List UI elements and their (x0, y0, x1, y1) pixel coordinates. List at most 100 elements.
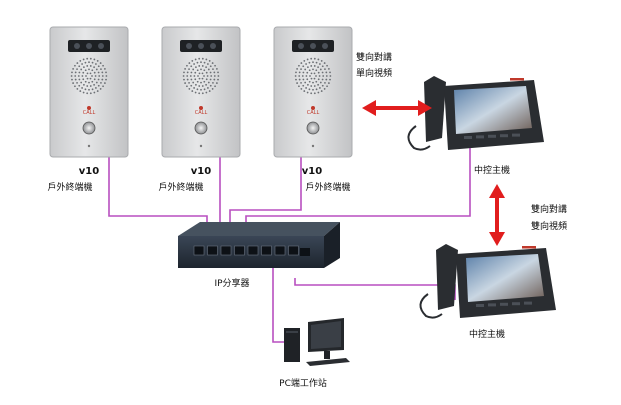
grille-dot (310, 92, 312, 94)
grille-dot (320, 82, 322, 84)
grille-dot (214, 65, 216, 67)
grille-dot (86, 58, 88, 60)
grille-dot (186, 65, 188, 67)
grille-dot (300, 62, 302, 64)
switch-port-1 (194, 246, 204, 255)
grille-dot (198, 85, 200, 87)
grille-dot (302, 75, 304, 77)
grille-dot (209, 90, 211, 92)
control-host-phone-1 (408, 76, 544, 150)
grille-dot (93, 66, 95, 68)
grille-dot (74, 65, 76, 67)
grille-dot (317, 84, 319, 86)
grille-dot (191, 79, 193, 81)
switch-power-port (300, 248, 310, 256)
grille-dot (322, 65, 324, 67)
grille-dot (76, 82, 78, 84)
cable-4 (246, 148, 470, 232)
link-upper-line-2: 單向視頻 (356, 66, 392, 79)
terminal-1-model: v10 (79, 166, 99, 177)
grille-dot (314, 78, 316, 80)
phone-screen (466, 254, 544, 302)
grille-dot (312, 89, 314, 91)
grille-dot (76, 62, 78, 64)
grille-dot (195, 66, 197, 68)
grille-dot (98, 85, 100, 87)
grille-dot (208, 69, 210, 71)
grille-dot (105, 71, 107, 73)
grille-dot (190, 85, 192, 87)
grille-dot (210, 79, 212, 81)
grille-dot (97, 60, 99, 62)
grille-dot (106, 75, 108, 77)
grille-dot (92, 62, 94, 64)
grille-dot (75, 72, 77, 74)
grille-dot (206, 72, 208, 74)
grille-dot (324, 82, 326, 84)
control-host-phone-2 (420, 244, 556, 318)
grille-dot (197, 88, 199, 90)
terminal-3-label: 戶外終端機 (305, 180, 350, 193)
grille-dot (95, 87, 97, 89)
grille-dot (71, 75, 73, 77)
switch-port-6 (262, 246, 272, 255)
grille-dot (194, 72, 196, 74)
grille-dot (210, 72, 212, 74)
grille-dot (88, 61, 90, 63)
camera-lens (98, 43, 104, 49)
grille-dot (217, 71, 219, 73)
grille-dot (326, 65, 328, 67)
grille-dot (314, 92, 316, 94)
grille-dot (318, 72, 320, 74)
grille-dot (298, 65, 300, 67)
phone-key (476, 135, 484, 138)
grille-dot (93, 59, 95, 61)
grille-dot (93, 92, 95, 94)
phone-1-label: 中控主機 (474, 163, 510, 176)
grille-dot (92, 88, 94, 90)
grille-dot (318, 78, 320, 80)
grille-dot (191, 90, 193, 92)
call-button-icon (195, 122, 207, 134)
grille-dot (88, 89, 90, 91)
grille-dot (206, 78, 208, 80)
grille-dot (80, 82, 82, 84)
link-arrow-lower (489, 184, 505, 246)
cable-5 (295, 278, 455, 300)
grille-dot (199, 78, 201, 80)
phone-key (512, 302, 520, 305)
camera-lens (86, 43, 92, 49)
grille-dot (209, 60, 211, 62)
grille-dot (88, 82, 90, 84)
grille-dot (322, 79, 324, 81)
pc-workstation (284, 318, 350, 366)
grille-dot (329, 79, 331, 81)
grille-dot (192, 82, 194, 84)
grille-dot (319, 63, 321, 65)
grille-dot (95, 75, 97, 77)
grille-dot (212, 88, 214, 90)
grille-dot (186, 85, 188, 87)
grille-dot (216, 82, 218, 84)
grille-dot (203, 75, 205, 77)
grille-dot (71, 79, 73, 81)
grille-dot (315, 69, 317, 71)
grille-dot (305, 87, 307, 89)
grille-dot (192, 69, 194, 71)
grille-dot (79, 72, 81, 74)
grille-dot (200, 61, 202, 63)
grille-dot (98, 79, 100, 81)
grille-dot (100, 82, 102, 84)
grille-dot (97, 90, 99, 92)
grille-dot (329, 71, 331, 73)
grille-dot (197, 69, 199, 71)
grille-dot (324, 62, 326, 64)
grille-dot (194, 78, 196, 80)
grille-dot (309, 69, 311, 71)
link-lower-line-1: 雙向對講 (531, 202, 567, 215)
grille-dot (311, 78, 313, 80)
grille-dot (188, 62, 190, 64)
grille-dot (94, 78, 96, 80)
grille-dot (197, 75, 199, 77)
phone-screen (454, 86, 532, 134)
